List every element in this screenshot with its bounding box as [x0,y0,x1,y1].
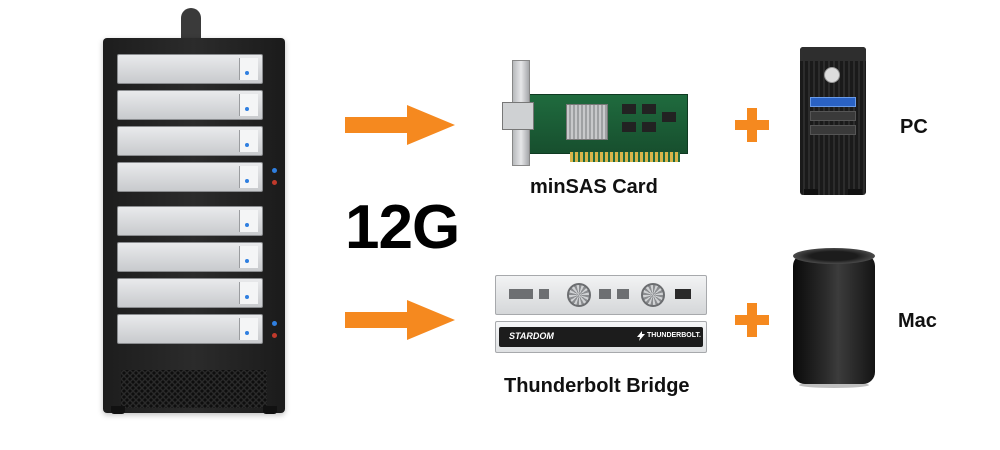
mac-top-vent [793,248,875,264]
drive-bay [810,97,856,107]
drive-bay [810,111,856,121]
tower-foot [804,189,818,195]
mac-body [793,254,875,384]
drive-bay [117,206,263,236]
status-led [272,333,277,338]
pcie-connector [570,152,680,162]
arrow-right-icon [345,105,455,145]
power-socket [675,289,691,299]
chip [662,112,676,122]
drive-bay [117,54,263,84]
heatsink [566,104,608,140]
fan-icon [641,283,665,307]
pc-caption: PC [900,116,928,138]
mac-pro-icon [793,248,875,388]
vent-grille [121,370,267,408]
mac-caption: Mac [898,310,937,332]
drive-bay [117,90,263,120]
fan-icon [567,283,591,307]
speed-label: 12G [345,193,460,262]
bridge-caption: Thunderbolt Bridge [504,375,690,397]
thunderbolt-bolt-icon [637,331,645,341]
thunderbolt-bridge-icon: STARDOM THUNDERBOLT. [495,275,707,355]
plus-icon [735,108,769,142]
bridge-brand: STARDOM [509,331,554,341]
port [509,289,533,299]
pc-tower-icon [800,47,866,195]
tower-foot [848,189,862,195]
status-led [272,168,277,173]
drive-bay [117,314,263,344]
raid-enclosure-icon [103,8,285,414]
arrow-right-icon [345,300,455,340]
thunderbolt-logo-text: THUNDERBOLT. [647,332,701,339]
status-led [272,321,277,326]
port [617,289,629,299]
sas-card-caption: minSAS Card [530,176,658,198]
chip [642,104,656,114]
mac-shadow [799,382,869,388]
chip [622,104,636,114]
drive-bay [117,242,263,272]
port [599,289,611,299]
pcie-card-icon [502,60,690,166]
drive-bay [117,126,263,156]
port [539,289,549,299]
status-led [272,180,277,185]
minisas-port [502,102,534,130]
chip [642,122,656,132]
enclosure-foot [111,406,125,414]
drive-bay [117,278,263,308]
bridge-front-panel [499,327,703,347]
brand-badge [824,67,840,83]
drive-bay [810,125,856,135]
chip [622,122,636,132]
enclosure-handle [181,8,201,42]
enclosure-foot [263,406,277,414]
plus-icon [735,303,769,337]
drive-bay [117,162,263,192]
tower-top [800,47,866,61]
